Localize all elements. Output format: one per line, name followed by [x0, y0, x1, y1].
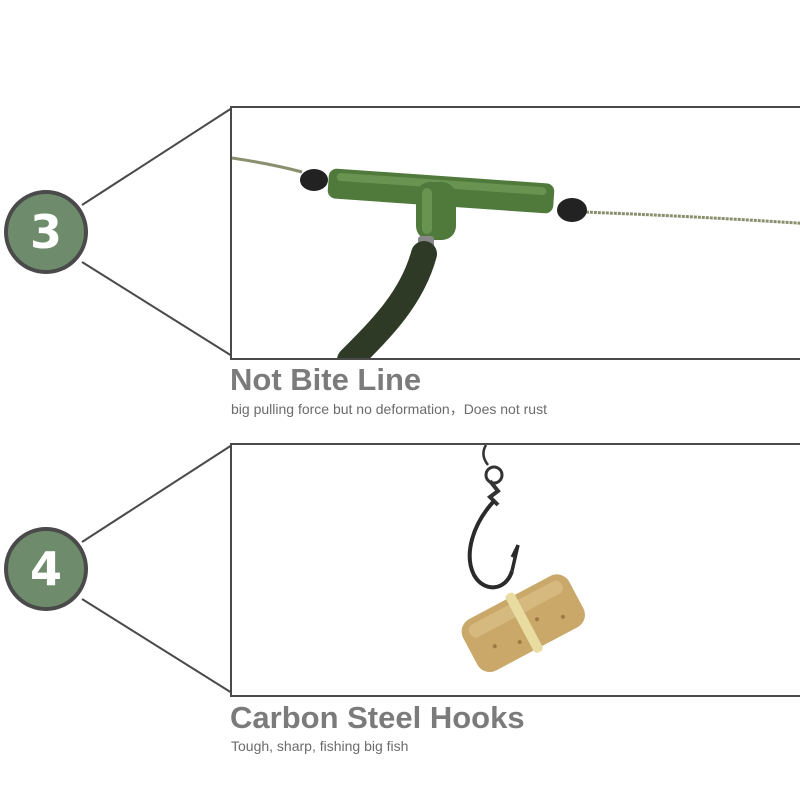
step-3-badge: 3 [4, 190, 88, 274]
section-title-not-bite-line: Not Bite Line [230, 362, 422, 397]
section-subtitle-carbon-steel-hooks: Tough, sharp, fishing big fish [231, 738, 409, 754]
product-image-frame-line [230, 106, 800, 360]
t-bead-connector-image [232, 156, 800, 358]
step-4-badge: 4 [4, 527, 88, 611]
section-title-carbon-steel-hooks: Carbon Steel Hooks [230, 700, 525, 735]
hook-with-bait-image [461, 445, 585, 673]
section-subtitle-not-bite-line: big pulling force but no deformation，Doe… [231, 401, 547, 417]
product-image-frame-hook [230, 443, 800, 697]
